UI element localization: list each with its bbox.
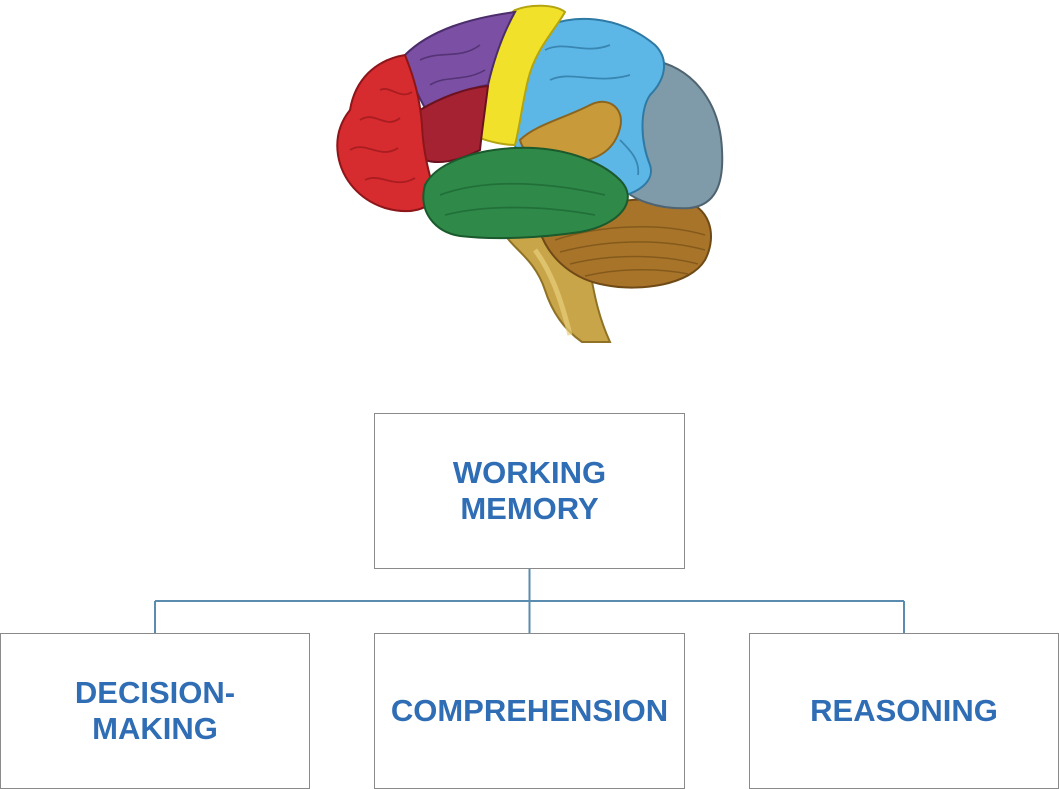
working-memory-node: WORKING MEMORY [374, 413, 685, 569]
working-memory-label: WORKING MEMORY [452, 455, 607, 526]
reasoning-label: REASONING [810, 693, 998, 728]
decision-making-node: DECISION- MAKING [0, 633, 310, 789]
reasoning-node: REASONING [749, 633, 1059, 789]
comprehension-label: COMPREHENSION [390, 693, 669, 728]
brain-illustration [336, 4, 724, 343]
brain-temporal-lobe [422, 146, 629, 240]
comprehension-node: COMPREHENSION [374, 633, 685, 789]
decision-making-label: DECISION- MAKING [74, 675, 236, 746]
